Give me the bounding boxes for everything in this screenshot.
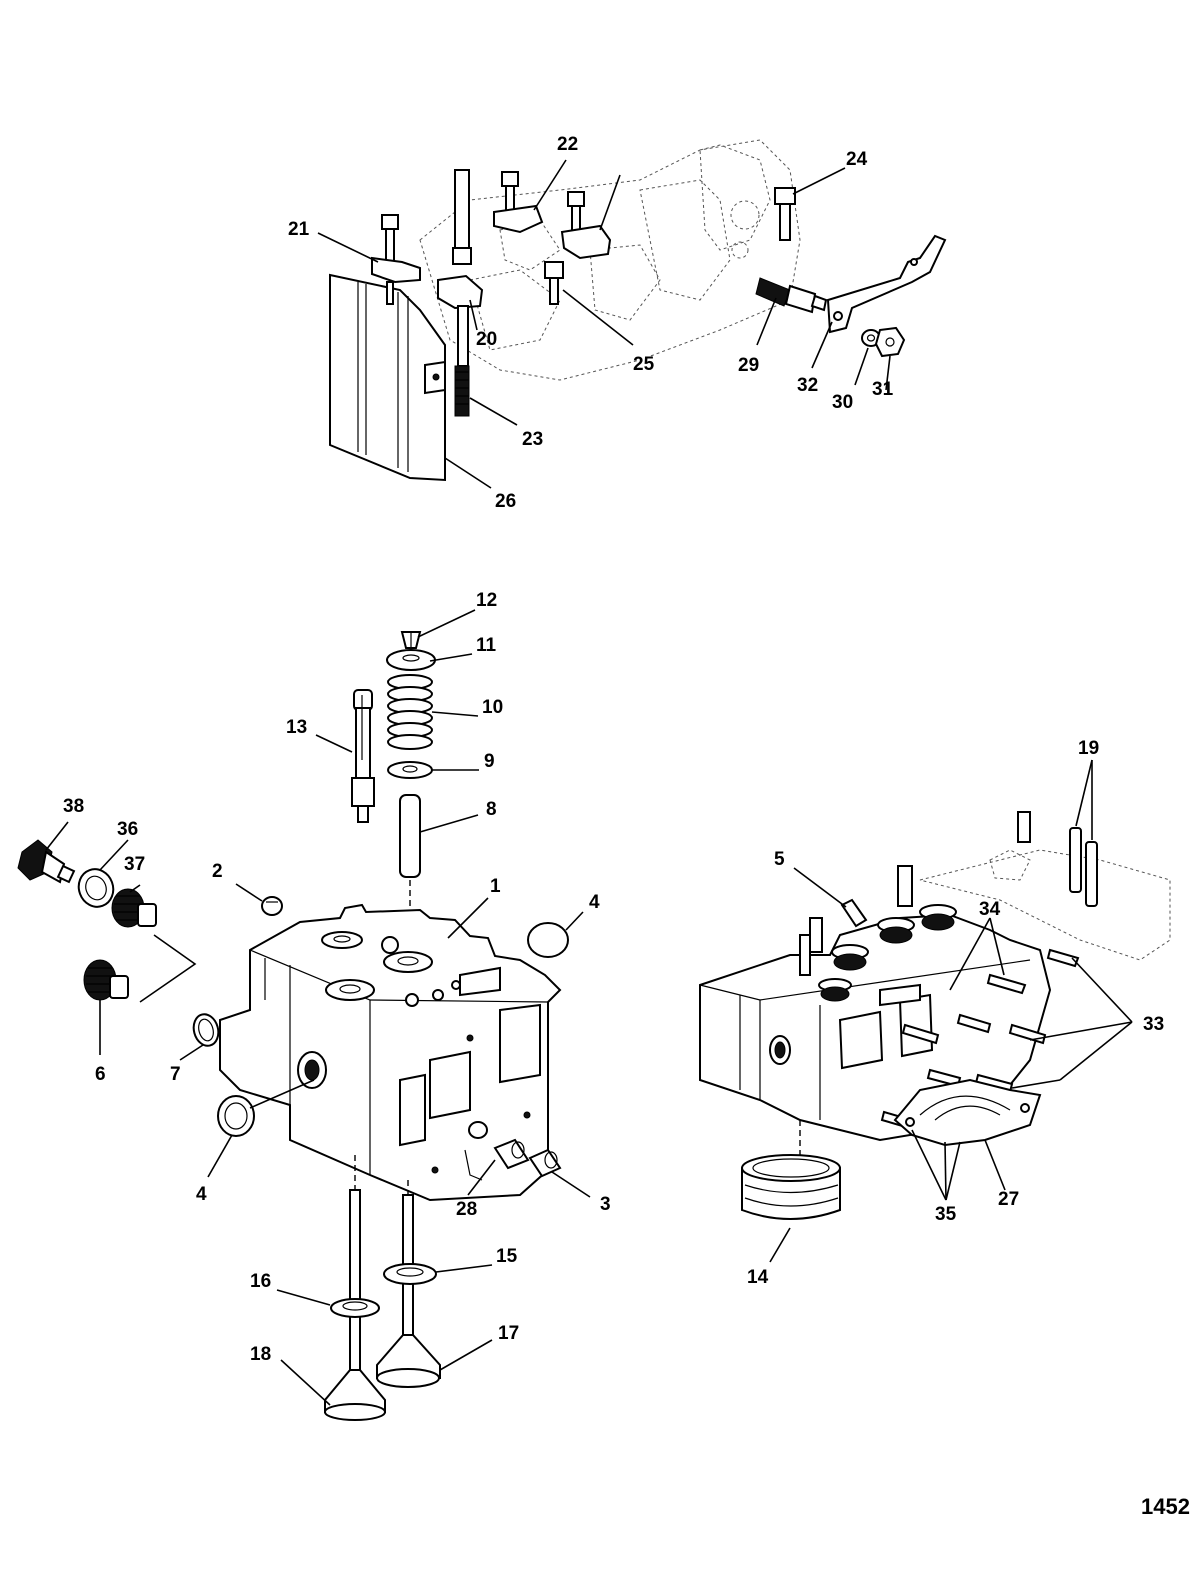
callout-6: 6 xyxy=(95,1064,106,1085)
callout-30: 30 xyxy=(832,392,853,413)
clamp-bolt-part-21 xyxy=(371,214,421,305)
engine-block-outline xyxy=(419,139,801,381)
cylinder-head-part-1 xyxy=(219,903,562,1202)
plug-part-2 xyxy=(261,896,283,916)
callout-24: 24 xyxy=(846,149,868,170)
callout-17: 17 xyxy=(498,1323,519,1344)
callout-4-top: 4 xyxy=(589,892,600,913)
callout-18: 18 xyxy=(250,1344,271,1365)
callout-9: 9 xyxy=(484,751,495,772)
injector-part-13 xyxy=(351,689,375,823)
sensor-part-29 xyxy=(755,277,828,314)
callout-34: 34 xyxy=(979,899,1001,920)
valve-guide-part-8 xyxy=(399,794,421,878)
callout-14: 14 xyxy=(747,1267,769,1288)
expansion-plug-part-4 xyxy=(217,922,569,1137)
callout-20: 20 xyxy=(476,329,497,350)
callout-13: 13 xyxy=(286,717,307,738)
dowel-pins-part-19 xyxy=(1017,811,1098,907)
callout-8: 8 xyxy=(486,799,497,820)
plug-part-6 xyxy=(83,959,129,1001)
stud-part-23 xyxy=(437,169,484,417)
callout-36: 36 xyxy=(117,819,138,840)
sleeve-part-28 xyxy=(493,1138,530,1170)
right-leader-lines xyxy=(769,759,1133,1263)
callout-37: 37 xyxy=(124,854,145,875)
plug-part-37 xyxy=(111,888,157,928)
callout-5: 5 xyxy=(774,849,785,870)
clamp-part-22 xyxy=(493,171,621,260)
callout-10: 10 xyxy=(482,697,503,718)
callout-11: 11 xyxy=(476,635,497,656)
callout-26: 26 xyxy=(495,491,516,512)
callout-7: 7 xyxy=(170,1064,181,1085)
callout-16: 16 xyxy=(250,1271,271,1292)
spring-retainer-part-11 xyxy=(386,649,436,671)
callout-35: 35 xyxy=(935,1204,957,1225)
callout-19: 19 xyxy=(1078,738,1099,759)
valve-seat-part-15 xyxy=(383,1263,437,1285)
figure-number: 1452 xyxy=(1141,1494,1190,1519)
callout-25: 25 xyxy=(633,354,655,375)
callout-22: 22 xyxy=(557,134,578,155)
callout-23: 23 xyxy=(522,429,543,450)
valve-springs-installed xyxy=(818,904,957,1002)
callout-33: 33 xyxy=(1143,1014,1164,1035)
callout-27: 27 xyxy=(998,1189,1019,1210)
center-leader-lines xyxy=(45,609,591,1406)
top-leader-lines xyxy=(317,159,891,489)
callout-1: 1 xyxy=(490,876,501,897)
seal-ring-part-7 xyxy=(192,1013,220,1047)
sender-part-38 xyxy=(17,839,76,884)
callout-15: 15 xyxy=(496,1246,518,1267)
callout-12: 12 xyxy=(476,590,497,611)
gasket-part-36 xyxy=(77,868,115,908)
spring-seat-part-9 xyxy=(387,761,433,779)
callout-21: 21 xyxy=(288,219,310,240)
sleeve-part-3 xyxy=(528,1148,562,1178)
valve-seat-part-16 xyxy=(330,1298,380,1318)
callout-labels: 1 2 3 4 4 5 6 7 8 9 10 11 12 13 14 15 16… xyxy=(63,134,1164,1365)
callout-31: 31 xyxy=(872,379,894,400)
cylinder-head-left xyxy=(17,609,591,1421)
callout-29: 29 xyxy=(738,355,759,376)
manifold-gasket-part-27 xyxy=(893,1078,1042,1147)
nut-part-31 xyxy=(874,326,906,358)
callout-4-bottom: 4 xyxy=(196,1184,207,1205)
valve-spring-part-10 xyxy=(387,674,433,750)
intake-valve-part-17 xyxy=(376,1194,441,1388)
callout-3: 3 xyxy=(600,1194,611,1215)
sleeve-part-14 xyxy=(741,1154,841,1220)
exhaust-valve-part-18 xyxy=(324,1189,386,1421)
callout-32: 32 xyxy=(797,375,818,396)
valve-keeper-part-12 xyxy=(400,631,422,649)
bolt-part-24 xyxy=(774,187,796,241)
cylinder-head-right xyxy=(699,759,1171,1263)
callout-28: 28 xyxy=(456,1199,477,1220)
callout-2: 2 xyxy=(212,861,223,882)
bolt-part-25 xyxy=(544,261,564,305)
top-assembly xyxy=(317,139,947,489)
bracket-part-32 xyxy=(826,234,947,334)
callout-38: 38 xyxy=(63,796,84,817)
cover-plate-part-26 xyxy=(329,273,446,482)
